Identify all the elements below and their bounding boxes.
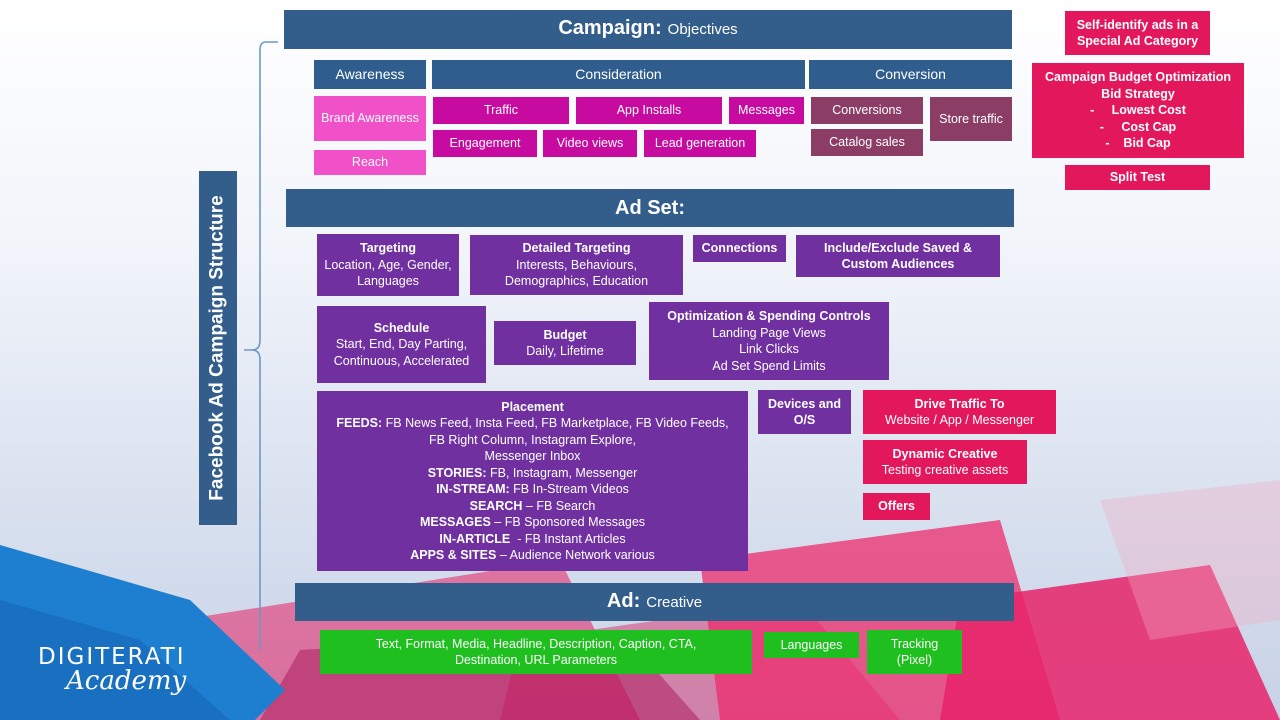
drive-traffic-box: Drive Traffic To Website / App / Messeng… [863,390,1056,434]
ad-tracking-box: Tracking (Pixel) [867,630,962,674]
objective-video-views: Video views [543,130,637,157]
digiterati-logo: DIGITERATI Academy [38,644,187,696]
schedule-box: Schedule Start, End, Day Parting, Contin… [317,306,486,383]
dynamic-creative-box: Dynamic Creative Testing creative assets [863,440,1027,484]
objective-reach: Reach [314,150,426,175]
consideration-header: Consideration [432,60,805,89]
campaign-budget-optimization: Campaign Budget Optimization Bid Strateg… [1032,63,1244,158]
objective-catalog-sales: Catalog sales [811,129,923,156]
objective-app-installs: App Installs [576,97,722,124]
targeting-box: Targeting Location, Age, Gender, Languag… [317,234,459,296]
campaign-header: Campaign:Objectives [284,10,1012,49]
include-exclude-box: Include/Exclude Saved & Custom Audiences [796,235,1000,277]
adset-header: Ad Set: [286,189,1014,227]
connections-box: Connections [693,235,786,262]
optimization-box: Optimization & Spending Controls Landing… [649,302,889,380]
objective-traffic: Traffic [433,97,569,124]
ad-languages-box: Languages [764,632,859,658]
objective-engagement: Engagement [433,130,537,157]
placement-box: Placement FEEDS: FB News Feed, Insta Fee… [317,391,748,571]
objective-lead-generation: Lead generation [644,130,756,157]
ad-creative-box: Text, Format, Media, Headline, Descripti… [320,630,752,674]
objective-brand-awareness: Brand Awareness [314,96,426,141]
conversion-header: Conversion [809,60,1012,89]
detailed-targeting-box: Detailed Targeting Interests, Behaviours… [470,235,683,295]
offers-box: Offers [863,493,930,520]
objective-store-traffic: Store traffic [930,97,1012,141]
devices-box: Devices and O/S [758,390,851,434]
objective-messages: Messages [729,97,804,124]
special-ad-category: Self-identify ads in a Special Ad Catego… [1065,11,1210,55]
split-test: Split Test [1065,165,1210,190]
side-label: Facebook Ad Campaign Structure [199,171,237,525]
objective-conversions: Conversions [811,97,923,124]
awareness-header: Awareness [314,60,426,89]
budget-box: Budget Daily, Lifetime [494,321,636,365]
ad-header: Ad:Creative [295,583,1014,621]
